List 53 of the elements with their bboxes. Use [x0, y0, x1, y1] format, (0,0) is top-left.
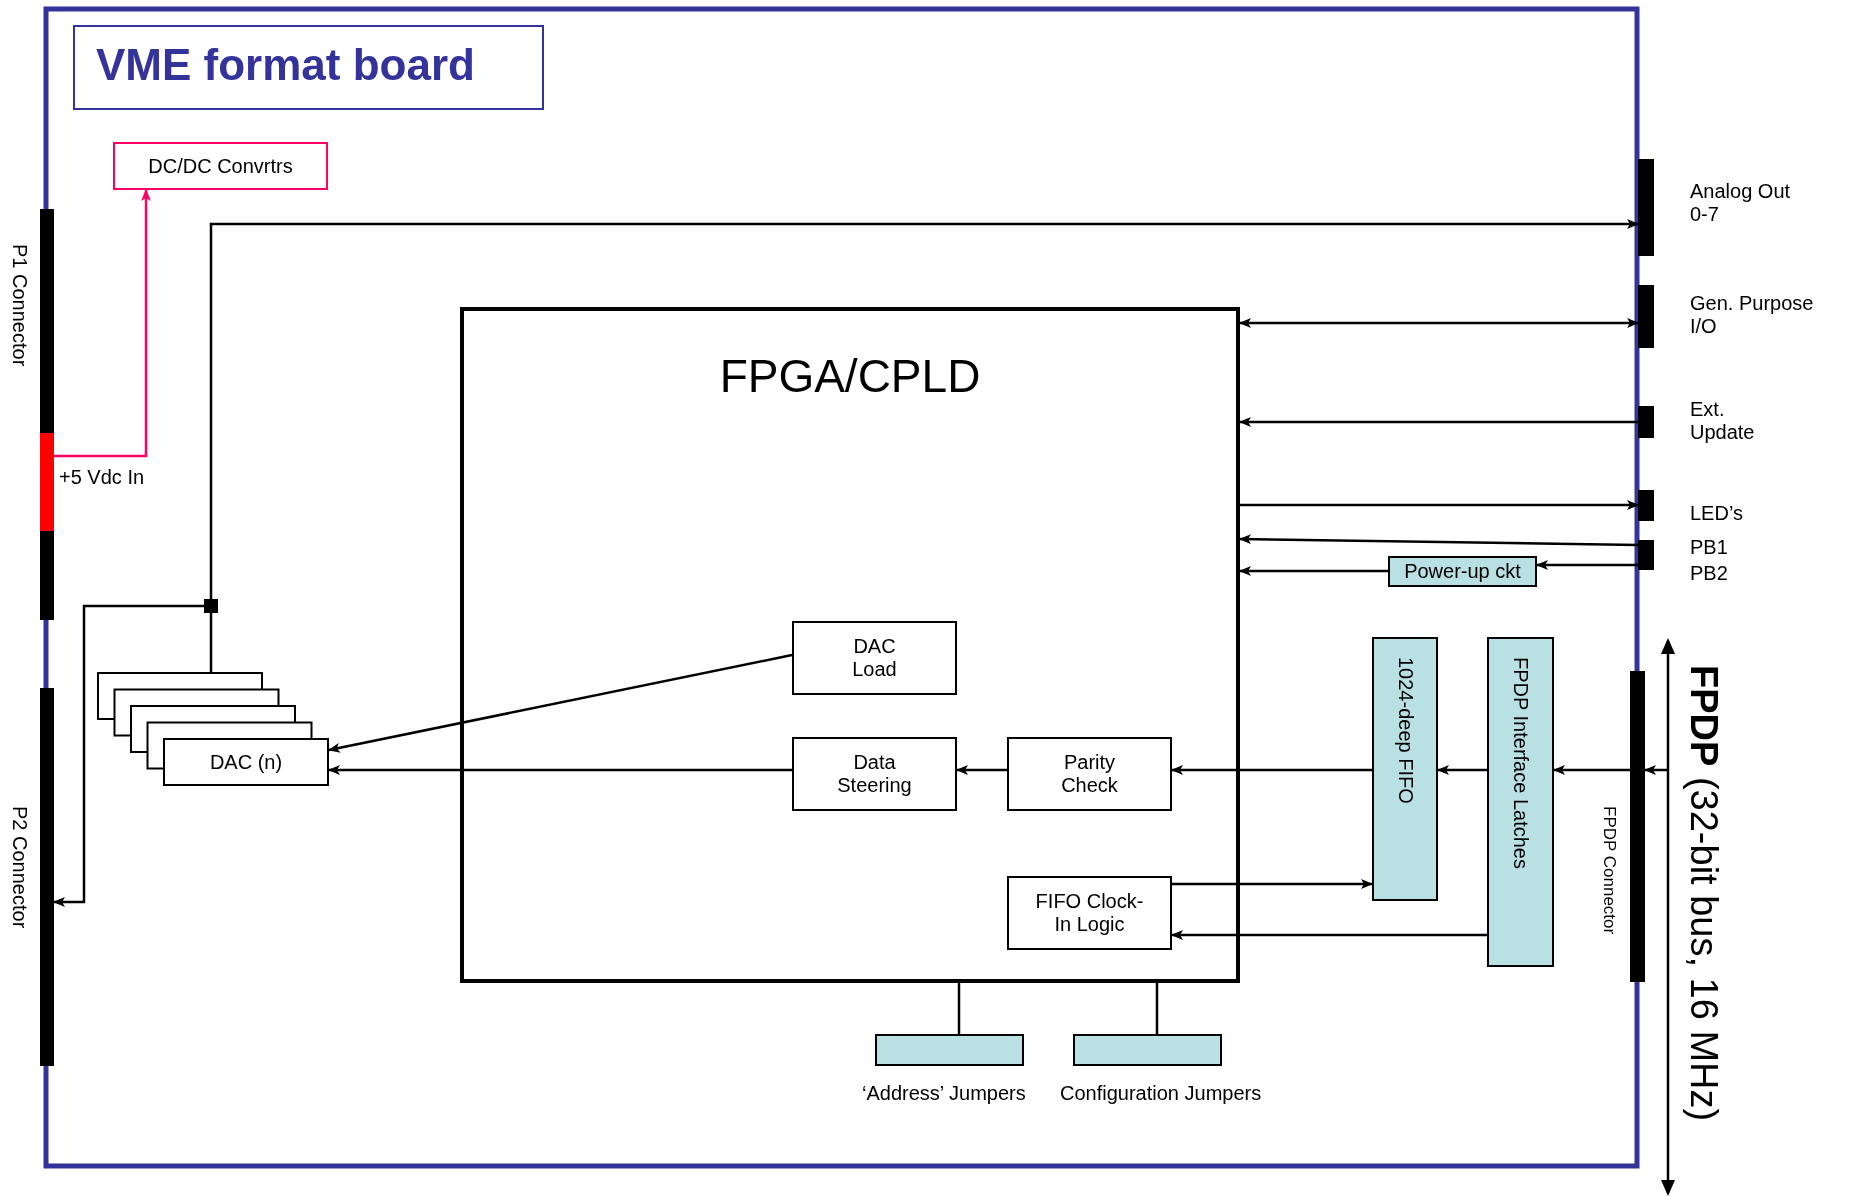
connector-arrow — [1536, 560, 1638, 570]
connector-arrow — [956, 765, 1007, 775]
junction-box — [204, 599, 218, 613]
node-label: P1 Connector — [8, 244, 31, 367]
node-label: FIFO Clock-In Logic — [1034, 890, 1145, 936]
connector-arrow — [1239, 318, 1639, 328]
connector-arrow — [1239, 417, 1638, 427]
connector-arrow — [1553, 765, 1630, 775]
connector-arrow — [53, 604, 204, 907]
converter-box — [113, 142, 328, 190]
process-box — [1007, 737, 1172, 811]
component-box — [1388, 556, 1537, 587]
node-label: LED’s — [1690, 502, 1743, 525]
node-label: 1024-deep FIFO — [1393, 657, 1417, 804]
node-label: FPGA/CPLD — [718, 350, 982, 403]
node-label: DAC Load — [851, 635, 898, 681]
node-label: Gen. Purpose I/O — [1690, 292, 1815, 338]
connector-arrow — [1239, 566, 1388, 576]
node-label: Data Steering — [836, 751, 913, 797]
diagram-title: VME format board — [96, 40, 475, 90]
component-box — [1372, 637, 1438, 901]
node-label: DC/DC Convrtrs — [148, 154, 293, 178]
connector-arrow — [54, 189, 151, 458]
node-label: FPDP Interface Latches — [1509, 657, 1532, 869]
connector-arrow — [209, 219, 1639, 599]
node-label: FPDP Connector — [1599, 806, 1619, 935]
node-label: Analog Out 0-7 — [1690, 180, 1792, 226]
node-label: Ext. Update — [1690, 398, 1756, 444]
node-label: DAC (n) — [209, 750, 283, 774]
connector-arrow — [328, 653, 793, 753]
connector-arrow — [1171, 765, 1372, 775]
node-label: Power-up ckt — [1404, 560, 1521, 583]
process-box — [792, 737, 957, 811]
node-label: Parity Check — [1060, 751, 1119, 797]
connector-arrow — [1437, 765, 1487, 775]
bus-label: FPDP (32-bit bus, 16 MHz) — [1682, 665, 1724, 1122]
connector-arrow — [328, 765, 792, 775]
node-label: Configuration Jumpers — [1060, 1082, 1262, 1105]
component-box — [1487, 637, 1554, 967]
fpga-block — [460, 307, 1240, 983]
connector-arrow — [1239, 534, 1638, 547]
node-label: ‘Address’ Jumpers — [862, 1082, 1026, 1105]
process-box — [792, 621, 957, 695]
connector-arrow — [1240, 500, 1639, 510]
node-label: PB2 — [1690, 562, 1728, 585]
node-label: +5 Vdc In — [59, 466, 145, 489]
stacked-dac-boxes — [97, 672, 329, 786]
process-box — [1007, 876, 1172, 950]
node-label: P2 Connector — [8, 806, 31, 929]
connector-arrow — [1171, 930, 1487, 940]
connector-arrow — [1172, 879, 1373, 889]
connector-arrow — [1644, 765, 1668, 775]
node-label: PB1 — [1690, 536, 1728, 559]
